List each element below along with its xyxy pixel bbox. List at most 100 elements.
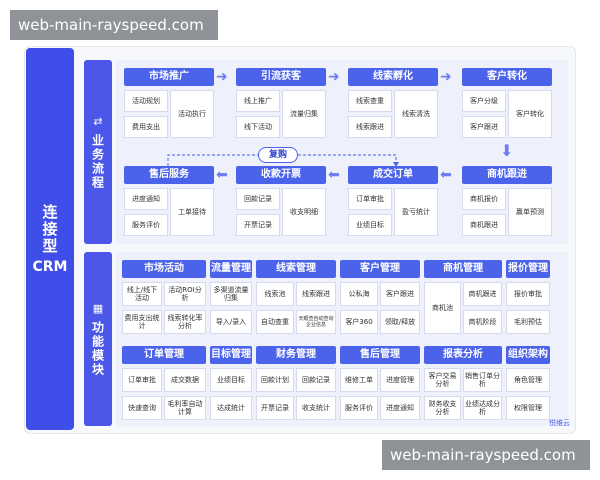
flow-group-incubate: 线索孵化 线索查重 线索清洗 线索跟进: [348, 68, 438, 140]
module-market-activity: 市场活动 线上/线下活动 活动ROI分析 费用支出统计 线索转化率分析: [122, 260, 206, 334]
module-title: 客户管理: [340, 260, 420, 278]
module-item: 商机池: [424, 282, 461, 334]
watermark-bottom: web-main-rayspeed.com: [382, 440, 590, 470]
flow-item: 工单接待: [170, 188, 214, 236]
module-item: 权限管理: [506, 396, 550, 420]
module-title: 流量管理: [210, 260, 252, 278]
module-item: 活动ROI分析: [164, 282, 206, 306]
module-item: 服务评价: [340, 396, 378, 420]
module-organization: 组织架构 角色管理 权限管理: [506, 346, 550, 420]
module-title: 财务管理: [256, 346, 336, 364]
module-orders: 订单管理 订单审批 成交数据 快速查询 毛利率自动计算: [122, 346, 206, 420]
module-title: 目标管理: [210, 346, 252, 364]
module-item: 商机阶段: [463, 310, 502, 334]
module-item: 销售订单分析: [463, 368, 502, 392]
module-item: 天眼查自动查询企业信息: [296, 310, 336, 334]
flow-group-aftersales: 售后服务 进度通知 工单接待 服务评价: [124, 166, 214, 238]
flow-item: 收支明细: [282, 188, 326, 236]
section-function-modules-label: 功能模块: [90, 320, 105, 377]
flow-item: 开票记录: [236, 214, 280, 236]
crm-title-bar: 连接型 CRM: [26, 48, 74, 430]
module-item: 客户360: [340, 310, 378, 334]
module-item: 成交数据: [164, 368, 206, 392]
module-item: 进度管理: [380, 368, 420, 392]
module-item: 收支统计: [296, 396, 336, 420]
flow-title: 售后服务: [124, 166, 214, 184]
flow-item: 客户分级: [462, 90, 506, 112]
flow-item: 进度通知: [124, 188, 168, 210]
module-targets: 目标管理 业绩目标 达成统计: [210, 346, 252, 420]
module-item: 业绩目标: [210, 368, 252, 392]
module-title: 市场活动: [122, 260, 206, 278]
section-function-modules: ▦ 功能模块: [84, 252, 112, 426]
module-title: 报价管理: [506, 260, 550, 278]
section-business-process-label: 业务流程: [90, 133, 105, 190]
module-title: 组织架构: [506, 346, 550, 364]
flow-item: 线索查重: [348, 90, 392, 112]
module-item: 达成统计: [210, 396, 252, 420]
flow-title: 收款开票: [236, 166, 326, 184]
module-finance: 财务管理 回款计划 回款记录 开票记录 收支统计: [256, 346, 336, 420]
flow-group-convert: 客户转化 客户分级 客户转化 客户跟进: [462, 68, 552, 140]
section-business-process: ⇄ 业务流程: [84, 60, 112, 244]
flow-item: 线下活动: [236, 116, 280, 138]
flow-group-invoicing: 收款开票 回款记录 收支明细 开票记录: [236, 166, 326, 238]
arrow-right-icon: ➜: [216, 69, 228, 85]
module-item: 导入/录入: [210, 310, 252, 334]
module-item: 快速查询: [122, 396, 162, 420]
flow-item: 客户转化: [508, 90, 552, 138]
process-icon: ⇄: [93, 114, 103, 128]
module-traffic: 流量管理 多渠道流量归集 导入/录入: [210, 260, 252, 334]
flow-item: 客户跟进: [462, 116, 506, 138]
module-title: 订单管理: [122, 346, 206, 364]
flow-item: 盈亏统计: [394, 188, 438, 236]
module-item: 线索跟进: [296, 282, 336, 306]
module-reports: 报表分析 客户交易分析 销售订单分析 财务收支分析 业绩达成分析: [424, 346, 502, 420]
module-opportunity: 商机管理 商机池 商机跟进 商机阶段: [424, 260, 502, 334]
flow-title: 市场推广: [124, 68, 214, 86]
arrow-left-icon: ⬅: [328, 167, 340, 183]
brand-logo: 悦维云: [549, 419, 570, 427]
module-quotation: 报价管理 报价审批 毛利预估: [506, 260, 550, 334]
module-item: 维修工单: [340, 368, 378, 392]
module-title: 商机管理: [424, 260, 502, 278]
module-item: 报价审批: [506, 282, 550, 306]
arrow-right-icon: ➜: [328, 69, 340, 85]
flow-title: 客户转化: [462, 68, 552, 86]
module-title: 线索管理: [256, 260, 336, 278]
flow-title: 引流获客: [236, 68, 326, 86]
repurchase-label: 复购: [258, 147, 298, 163]
grid-icon: ▦: [92, 301, 104, 315]
flow-group-orders: 成交订单 订单审批 盈亏统计 业绩目标: [348, 166, 438, 238]
flow-title: 成交订单: [348, 166, 438, 184]
arrow-down-icon: ⬇: [500, 141, 514, 160]
flow-item: 订单审批: [348, 188, 392, 210]
module-title: 售后管理: [340, 346, 420, 364]
module-item: 费用支出统计: [122, 310, 162, 334]
flow-title: 线索孵化: [348, 68, 438, 86]
module-item: 毛利预估: [506, 310, 550, 334]
module-item: 订单审批: [122, 368, 162, 392]
module-item: 商机跟进: [463, 282, 502, 306]
crm-subtitle: CRM: [32, 258, 68, 275]
flow-item: 回款记录: [236, 188, 280, 210]
flow-title: 商机跟进: [462, 166, 552, 184]
flow-item: 赢单预测: [508, 188, 552, 236]
flow-group-market: 市场推广 活动规划 活动执行 费用支出: [124, 68, 214, 140]
module-leads: 线索管理 线索池 线索跟进 自动查重 天眼查自动查询企业信息: [256, 260, 336, 334]
flow-item: 线索跟进: [348, 116, 392, 138]
module-item: 线上/线下活动: [122, 282, 162, 306]
module-item: 开票记录: [256, 396, 294, 420]
flow-item: 活动执行: [170, 90, 214, 138]
module-aftersales: 售后管理 维修工单 进度管理 服务评价 进度通知: [340, 346, 420, 420]
module-item: 客户交易分析: [424, 368, 461, 392]
arrow-right-icon: ➜: [440, 69, 452, 85]
flow-item: 商机跟进: [462, 214, 506, 236]
module-customer: 客户管理 公私海 客户跟进 客户360 领取/释放: [340, 260, 420, 334]
module-item: 领取/释放: [380, 310, 420, 334]
arrow-left-icon: ⬅: [440, 167, 452, 183]
module-item: 多渠道流量归集: [210, 282, 252, 306]
arrow-left-icon: ⬅: [216, 167, 228, 183]
flow-group-leads: 引流获客 线上推广 流量归集 线下活动: [236, 68, 326, 140]
flow-item: 商机报价: [462, 188, 506, 210]
